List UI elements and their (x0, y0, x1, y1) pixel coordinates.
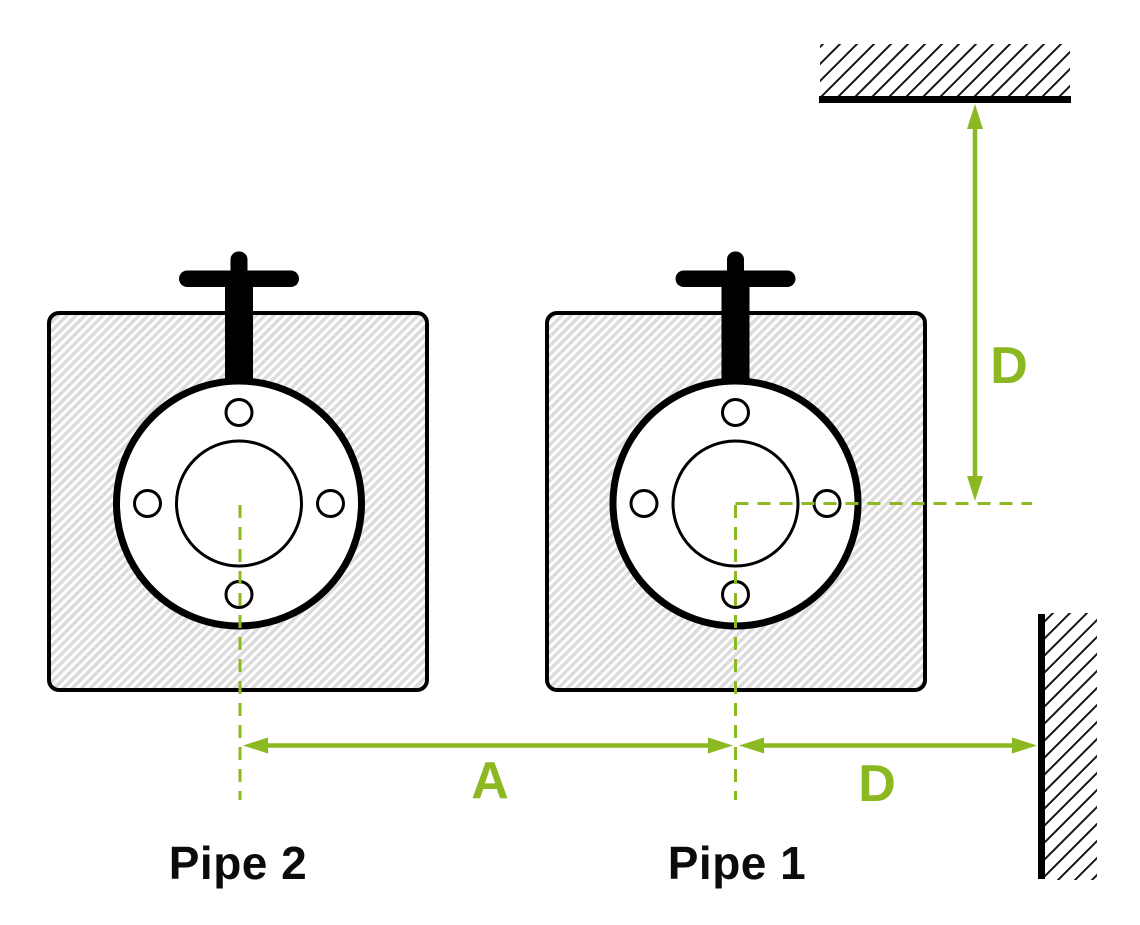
arrow-down-icon (967, 476, 983, 501)
dimension-label-d-horizontal: D (858, 755, 896, 813)
ceiling-wall (819, 44, 1071, 103)
pipe-1-bolt-hole-left (629, 489, 659, 518)
pipe-2-bore (175, 439, 303, 568)
dimension-d-vertical (967, 104, 983, 501)
arrow-left-icon (739, 737, 764, 754)
side-wall-surface-line (1038, 614, 1045, 879)
side-wall-hatch (1045, 613, 1097, 880)
arrow-up-icon (967, 104, 983, 129)
side-wall (1038, 613, 1097, 880)
pipe-2-bolt-hole-left (133, 489, 162, 518)
dimension-d-horizontal (739, 737, 1037, 754)
arrow-right-icon (708, 737, 733, 754)
dimension-label-a: A (471, 752, 509, 810)
pipe-1-valve-stem (721, 278, 750, 386)
arrow-left-icon (243, 737, 268, 754)
pipe-1-bolt-hole-top (721, 398, 750, 427)
dimension-a-horizontal (243, 737, 733, 754)
pipe-1-assembly (545, 251, 1032, 800)
pipe-2-bolt-hole-right (316, 489, 345, 518)
ceiling-hatch (820, 44, 1070, 96)
dimension-label-d-vertical: D (990, 337, 1028, 395)
pipe-1-label: Pipe 1 (667, 837, 807, 889)
pipe-2-label: Pipe 2 (168, 837, 308, 889)
pipe-2-assembly (47, 251, 429, 800)
pipe-2-valve-stem (225, 278, 253, 386)
arrow-right-icon (1012, 737, 1037, 754)
ceiling-surface-line (819, 96, 1071, 103)
pipe-2-bolt-hole-top (224, 398, 254, 427)
